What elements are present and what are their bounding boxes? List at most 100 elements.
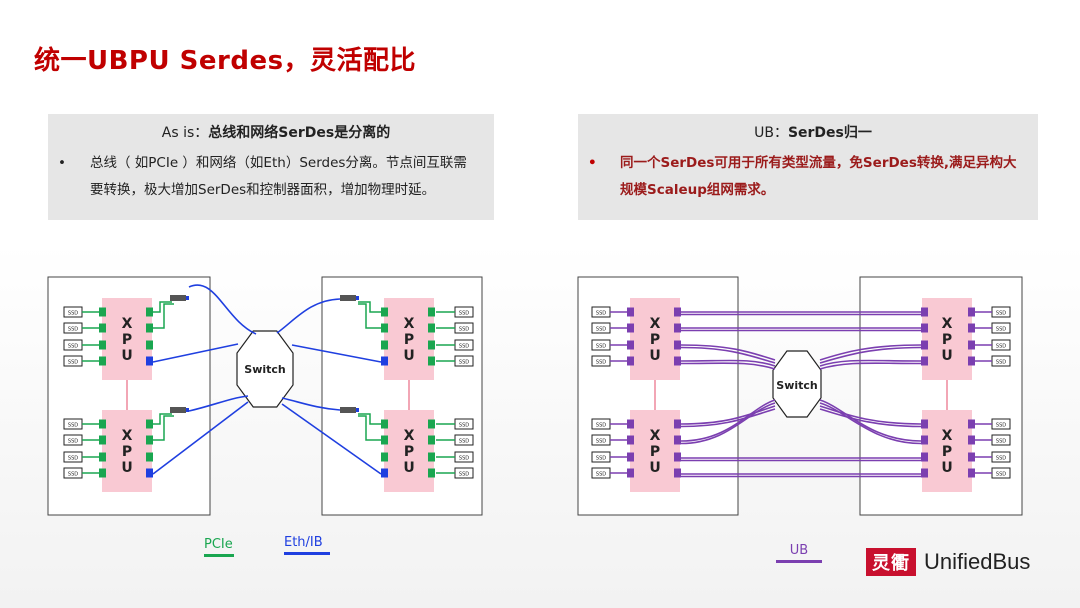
ub-left-ssd-label: SSD [596,439,606,445]
left-pcie-port-r [146,340,153,350]
ub-right-port-l [921,452,928,462]
ub-switch-link [680,405,776,425]
right-pcie-port [428,468,435,478]
legend-pcie-line [204,554,234,557]
ub-left-ssd-label: SSD [596,456,606,462]
right-nic [340,407,356,413]
right-eth-port [381,356,388,366]
ub-heading: UB：SerDes归一 [602,122,1024,142]
legend-pcie: PCIe [204,537,234,557]
ub-right-ssd-label: SSD [996,327,1006,333]
left-xpu-0 [102,298,152,380]
left-pcie-port [99,435,106,445]
ub-left-ssd-label: SSD [596,360,606,366]
left-pcie-port-r [146,323,153,333]
ub-heading-prefix: UB： [754,125,788,141]
ub-left-port [627,419,634,429]
ub-right-port [968,340,975,350]
left-ssd-label: SSD [68,327,78,333]
ub-right-port-l [921,340,928,350]
ub-left-port [627,340,634,350]
brand-text: UnifiedBus [924,549,1031,574]
ub-right-port [968,307,975,317]
ub-right-ssd-label: SSD [996,472,1006,478]
ub-right-port-l [921,323,928,333]
ub-right-xpu-1-letter: X [942,428,953,444]
ub-left-port-r [674,419,681,429]
ub-right-port [968,419,975,429]
right-pcie-port-l [381,307,388,317]
ub-right-xpu-1 [922,410,972,492]
right-pcie-port-l [381,340,388,350]
eth-link-3 [188,395,249,412]
ub-left-ssd-label: SSD [596,311,606,317]
ub-right-port-l [921,435,928,445]
legend-ub-label: UB [789,543,809,558]
ub-left-xpu-1 [630,410,680,492]
page-title: 统一UBPU Serdes，灵活配比 [34,46,417,76]
left-eth-port [146,468,153,478]
left-pcie-port [99,307,106,317]
left-pcie-port-r [146,452,153,462]
ub-switch-link [819,359,922,367]
right-xpu-0-letter: P [404,332,414,348]
ub-right-xpu-0-letter: U [941,348,952,364]
ub-right-ssd-label: SSD [996,439,1006,445]
as-is-heading: As is：总线和网络SerDes是分离的 [72,122,480,142]
ub-right-xpu-0-letter: X [942,316,953,332]
right-ssd-label: SSD [459,344,469,350]
left-pcie-port [99,468,106,478]
ub-left-ssd-label: SSD [596,327,606,333]
eth-link-2 [152,343,239,363]
right-pcie-port [428,419,435,429]
ub-right-xpu-1-letter: P [942,444,952,460]
right-pcie-port-l [381,452,388,462]
ub-right-port [968,452,975,462]
as-is-panel: As is：总线和网络SerDes是分离的 总线（ 如PCIe ）和网络（如Et… [48,114,494,220]
left-ssd-label: SSD [68,360,78,366]
left-pcie-port-r [146,419,153,429]
eth-link-1 [188,284,257,335]
left-ssd-label: SSD [68,472,78,478]
right-nic-port [356,408,359,412]
right-xpu-0-letter: U [403,348,414,364]
left-pcie-port [99,452,106,462]
left-nic [170,295,186,301]
left-pcie-nic [150,413,172,425]
right-nic [340,295,356,301]
ub-switch-link [680,362,776,370]
right-pcie-port-l [381,435,388,445]
right-pcie-nic2 [358,303,381,329]
ub-right-xpu-1-letter: U [941,460,952,476]
ub-left-ssd-label: SSD [596,472,606,478]
right-ssd-label: SSD [459,472,469,478]
ub-switch-link [680,399,776,442]
legend-eth: Eth/IB [284,535,330,555]
ub-heading-bold: SerDes归一 [787,125,872,141]
right-ssd-label: SSD [459,311,469,317]
left-switch-label: Switch [244,363,285,376]
right-xpu-0 [384,298,434,380]
ub-right-ssd-label: SSD [996,423,1006,429]
right-ssd-label: SSD [459,360,469,366]
left-xpu-1-letter: P [122,444,132,460]
ub-switch-link [819,405,922,425]
ub-right-ssd-label: SSD [996,360,1006,366]
as-is-heading-prefix: As is： [161,125,209,141]
ub-switch-label: Switch [776,379,817,392]
left-ssd-label: SSD [68,456,78,462]
left-ssd-label: SSD [68,344,78,350]
right-pcie-port [428,340,435,350]
as-is-heading-bold: 总线和网络SerDes是分离的 [208,125,391,141]
ub-left-xpu-1-letter: P [650,444,660,460]
left-xpu-1-letter: X [122,428,133,444]
left-xpu-0-letter: X [122,316,133,332]
ub-left-xpu-0-letter: P [650,332,660,348]
right-pcie-nic [358,301,381,313]
ub-right-port-l [921,419,928,429]
ub-left-xpu-0 [630,298,680,380]
ub-switch-link [680,359,776,367]
legend-ub-line [776,560,822,563]
left-ssd-label: SSD [68,311,78,317]
